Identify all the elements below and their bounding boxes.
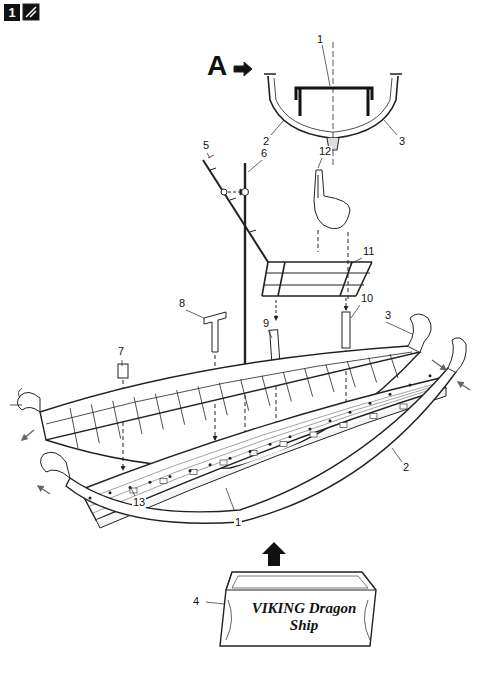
side-dot <box>109 491 112 494</box>
side-dot <box>409 384 412 387</box>
callout-number: 1 <box>316 34 324 45</box>
hull-rib <box>198 386 206 420</box>
hull-side <box>40 338 466 523</box>
hull-rib <box>70 408 78 448</box>
callout-number: 8 <box>178 298 186 309</box>
hull-rib <box>262 376 270 406</box>
base-inscription: VIKING Dragon Ship <box>248 600 360 635</box>
callout-number: 5 <box>202 140 210 151</box>
callout-number: 6 <box>260 148 268 159</box>
side-dot <box>269 443 272 446</box>
hull-rib <box>347 361 355 387</box>
mast <box>207 153 262 455</box>
side-dot <box>89 497 92 500</box>
side-dot <box>249 450 252 453</box>
side-dot <box>429 374 432 377</box>
hull-rib <box>326 365 334 392</box>
hull-rib <box>241 379 249 410</box>
side-dot <box>289 435 292 438</box>
cross-section <box>264 42 402 168</box>
hull-rib <box>91 404 99 443</box>
side-dot <box>169 475 172 478</box>
display-base <box>206 572 376 646</box>
oar-hole <box>280 441 287 446</box>
yard-spar <box>203 155 268 262</box>
hull-rib <box>155 394 163 430</box>
hull-rib <box>177 390 185 425</box>
side-dot <box>189 469 192 472</box>
callout-number: 12 <box>318 146 332 157</box>
hull-rib <box>283 372 291 401</box>
hull-rib <box>369 358 377 383</box>
oar-hole <box>310 432 317 437</box>
step-number-box: 1 <box>4 4 20 21</box>
oar-hole <box>160 479 167 484</box>
side-dot <box>369 402 372 405</box>
oar-hole <box>400 404 407 409</box>
hull-rib <box>390 354 398 378</box>
callout-number: 13 <box>132 497 146 508</box>
view-letter: A <box>206 52 228 80</box>
step-icon-mark <box>26 7 36 17</box>
callout-number: 7 <box>117 346 125 357</box>
side-dot <box>329 419 332 422</box>
step-number: 1 <box>4 4 20 21</box>
deck-plank <box>93 386 442 513</box>
rudder <box>314 158 350 300</box>
callout-number: 4 <box>192 596 200 607</box>
view-arrow <box>234 62 252 76</box>
callout-number: 1 <box>234 517 242 528</box>
oar-hole <box>370 413 377 418</box>
side-dot <box>309 427 312 430</box>
step-icon <box>23 4 39 20</box>
oar-hole <box>220 460 227 465</box>
hull-rib <box>113 401 121 439</box>
oar-hole <box>340 423 347 428</box>
rack <box>262 258 372 320</box>
side-dot <box>149 481 152 484</box>
hull-rib <box>134 397 142 434</box>
callout-number: 9 <box>262 318 270 329</box>
callout-number: 11 <box>362 246 375 257</box>
hull-rib <box>219 383 227 416</box>
callout-number: 3 <box>398 136 406 147</box>
callout-number: 2 <box>262 136 270 147</box>
side-dot <box>389 393 392 396</box>
callout-number: 10 <box>360 293 374 304</box>
side-dot <box>349 411 352 414</box>
callout-number: 3 <box>384 310 392 321</box>
callout-number: 2 <box>402 462 410 473</box>
side-dot <box>229 457 232 460</box>
side-dot <box>209 463 212 466</box>
hull-rib <box>305 368 313 396</box>
assembly-arrow <box>262 542 286 566</box>
